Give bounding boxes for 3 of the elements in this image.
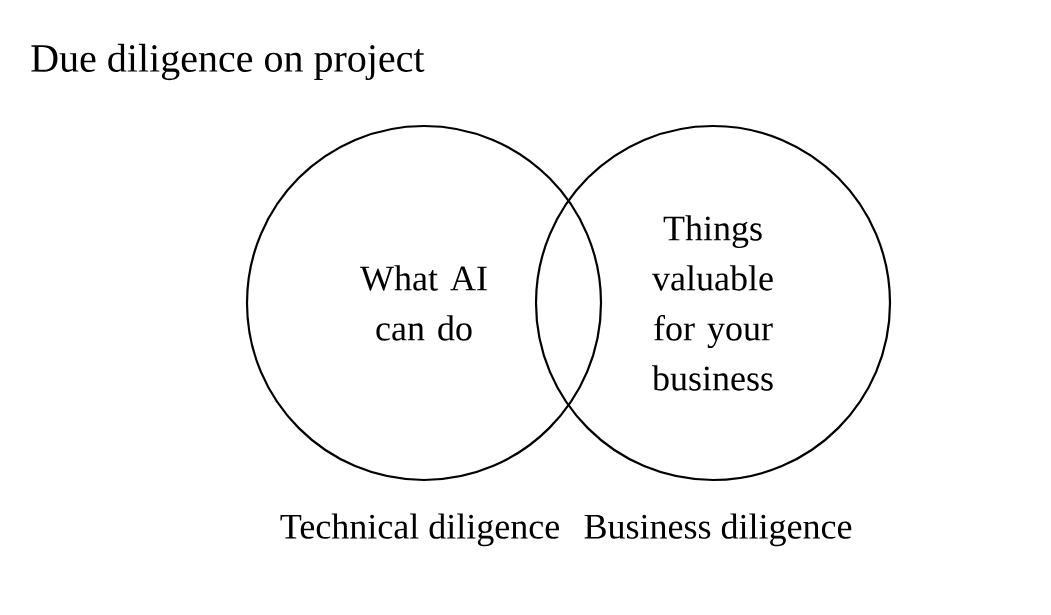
title: Due diligence on project [31,43,425,81]
circle-caption: Technical diligence [280,513,559,547]
circle-caption: Business diligence [584,513,852,547]
